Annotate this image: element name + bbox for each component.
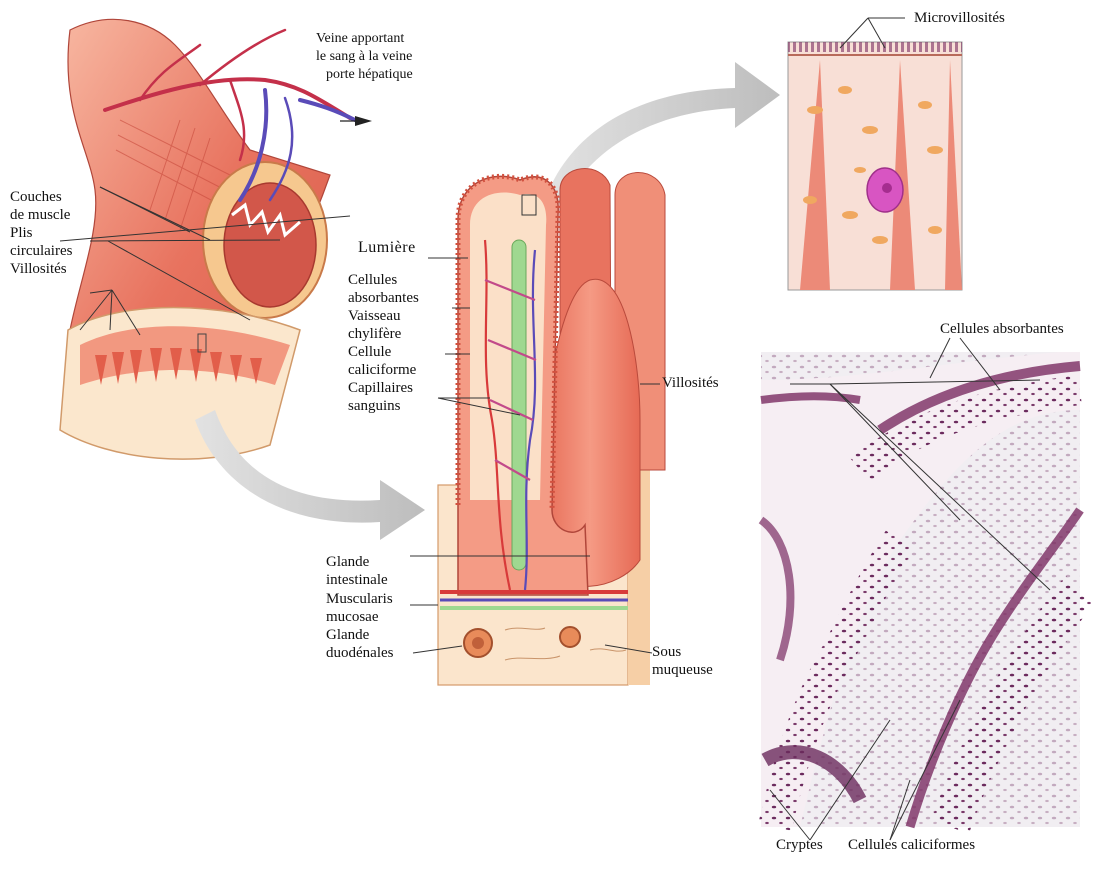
label-veine-line2: le sang à la veine xyxy=(316,48,412,66)
histology-micrograph xyxy=(761,352,1080,827)
label-veine-line1: Veine apportant xyxy=(316,30,404,48)
label-veine-line3: porte hépatique xyxy=(326,66,413,84)
villus-section-illustration xyxy=(438,169,665,685)
label-lumiere: Lumière xyxy=(358,238,416,257)
label-plis-line1: Plis xyxy=(10,224,33,243)
label-cryptes: Cryptes xyxy=(776,836,823,855)
label-vaisseau-line1: Vaisseau xyxy=(348,307,401,326)
label-muscularis-line2: mucosae xyxy=(326,608,378,627)
label-capillaires-line1: Capillaires xyxy=(348,379,413,398)
label-sous-muqueuse-line2: muqueuse xyxy=(652,661,713,680)
label-microvillosites: Microvillosités xyxy=(914,9,1005,28)
label-villosites-center: Villosités xyxy=(662,374,719,393)
label-cellules-caliciformes: Cellules caliciformes xyxy=(848,836,975,855)
label-capillaires-line2: sanguins xyxy=(348,397,401,416)
label-cellules-absorbantes-line2: absorbantes xyxy=(348,289,419,308)
label-caliciforme-line2: caliciforme xyxy=(348,361,416,380)
label-muscularis-line1: Muscularis xyxy=(326,590,393,609)
label-couches-line2: de muscle xyxy=(10,206,70,225)
label-glande-duodenales-line2: duodénales xyxy=(326,644,393,663)
label-glande-duodenales-line1: Glande xyxy=(326,626,369,645)
intestine-segment-illustration xyxy=(60,19,372,459)
label-cellules-absorbantes-line1: Cellules xyxy=(348,271,397,290)
label-plis-line2: circulaires xyxy=(10,242,72,261)
label-caliciforme-line1: Cellule xyxy=(348,343,391,362)
label-cellules-absorbantes-histo: Cellules absorbantes xyxy=(940,320,1064,339)
label-couches-line1: Couches xyxy=(10,188,62,207)
label-glande-intestinale-line1: Glande xyxy=(326,553,369,572)
label-sous-muqueuse-line1: Sous xyxy=(652,643,681,662)
label-vaisseau-line2: chylifère xyxy=(348,325,401,344)
absorbent-cell-illustration xyxy=(788,42,962,290)
label-villosites-left: Villosités xyxy=(10,260,67,279)
label-glande-intestinale-line2: intestinale xyxy=(326,571,388,590)
